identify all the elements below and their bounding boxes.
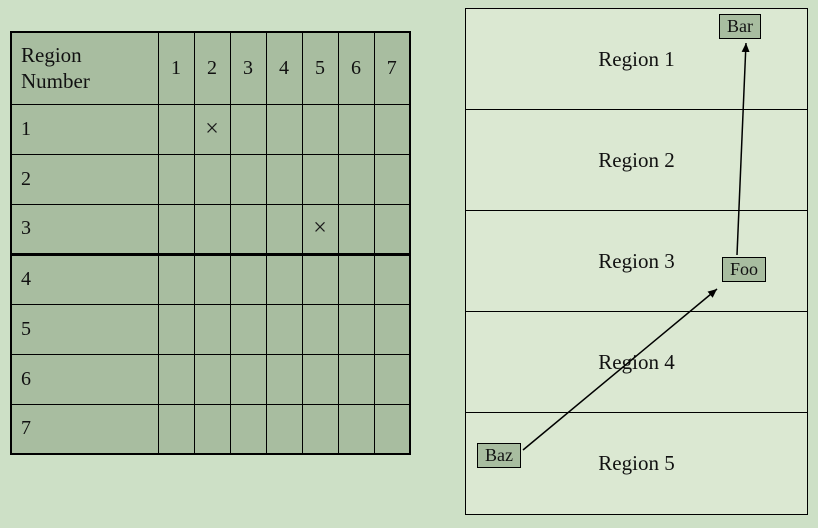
matrix-cell: [337, 403, 375, 455]
row-label: 2: [10, 153, 159, 205]
table-row: 2: [10, 153, 411, 205]
region-label: Region 2: [598, 147, 675, 172]
row-label: 5: [10, 303, 159, 355]
matrix-cell: [265, 153, 303, 205]
matrix-cell: [373, 153, 411, 205]
matrix-cell: [373, 403, 411, 455]
table-row: 1 ×: [10, 103, 411, 155]
column-header: 7: [373, 31, 411, 105]
matrix-cell: [373, 103, 411, 155]
memory-regions-diagram: Region 1 Region 2 Region 3 Region 4 Regi…: [465, 8, 808, 515]
matrix-cell: [229, 153, 267, 205]
matrix-cell: [373, 303, 411, 355]
table-row: 7: [10, 403, 411, 455]
matrix-cell: [301, 403, 339, 455]
matrix-cell-x-mark: ×: [301, 203, 339, 255]
matrix-cell: [229, 403, 267, 455]
matrix-cell: [301, 103, 339, 155]
region-label: Region 3: [598, 248, 675, 273]
matrix-cell: [337, 353, 375, 405]
matrix-cell: [193, 353, 231, 405]
matrix-cell: [157, 303, 195, 355]
table-row: 4: [10, 252, 411, 305]
matrix-cell: [157, 353, 195, 405]
region-label: Region 1: [598, 46, 675, 71]
region-label: Region 5: [598, 451, 675, 475]
table-row: 6: [10, 353, 411, 405]
tag-baz: Baz: [477, 443, 521, 468]
matrix-cell: [265, 353, 303, 405]
matrix-cell: [265, 203, 303, 255]
column-header: 4: [265, 31, 303, 105]
matrix-cell: [193, 203, 231, 255]
region-number-header: Region Number: [10, 31, 159, 105]
matrix-cell: [229, 203, 267, 255]
table-row: 3 ×: [10, 203, 411, 255]
region-box-5: Region 5: [466, 413, 807, 514]
region-box-4: Region 4: [466, 312, 807, 413]
matrix-cell: [229, 353, 267, 405]
column-header: 2: [193, 31, 231, 105]
row-label: 1: [10, 103, 159, 155]
row-label: 7: [10, 403, 159, 455]
region-box-1: Region 1: [466, 9, 807, 110]
matrix-cell: [337, 103, 375, 155]
matrix-cell: [373, 353, 411, 405]
matrix-cell: [157, 153, 195, 205]
row-label: 3: [10, 203, 159, 255]
matrix-cell: [301, 252, 339, 305]
column-header: 5: [301, 31, 339, 105]
matrix-cell: [265, 303, 303, 355]
matrix-cell: [265, 252, 303, 305]
matrix-cell: [373, 252, 411, 305]
matrix-cell: [157, 203, 195, 255]
matrix-cell: [301, 153, 339, 205]
region-label: Region 4: [598, 349, 675, 374]
matrix-cell: [337, 153, 375, 205]
matrix-cell: [265, 403, 303, 455]
matrix-cell: [193, 403, 231, 455]
table-header-row: Region Number 1 2 3 4 5 6 7: [10, 31, 411, 105]
matrix-cell: [193, 303, 231, 355]
tag-bar: Bar: [719, 14, 761, 39]
row-label: 4: [10, 252, 159, 305]
row-label: 6: [10, 353, 159, 405]
matrix-cell: [229, 103, 267, 155]
region-box-2: Region 2: [466, 110, 807, 211]
matrix-cell: [193, 252, 231, 305]
matrix-cell: [337, 203, 375, 255]
matrix-cell: [157, 103, 195, 155]
matrix-cell: [373, 203, 411, 255]
matrix-cell: [193, 153, 231, 205]
matrix-cell-x-mark: ×: [193, 103, 231, 155]
matrix-cell: [265, 103, 303, 155]
matrix-cell: [229, 303, 267, 355]
table-row: 5: [10, 303, 411, 355]
tag-foo: Foo: [722, 257, 767, 282]
region-allocation-table: Region Number 1 2 3 4 5 6 7 1 ×: [10, 31, 411, 455]
matrix-cell: [229, 252, 267, 305]
column-header: 3: [229, 31, 267, 105]
matrix-cell: [301, 303, 339, 355]
matrix-cell: [337, 252, 375, 305]
matrix-cell: [301, 353, 339, 405]
matrix-cell: [157, 252, 195, 305]
matrix-cell: [337, 303, 375, 355]
column-header: 1: [157, 31, 195, 105]
matrix-cell: [157, 403, 195, 455]
column-header: 6: [337, 31, 375, 105]
